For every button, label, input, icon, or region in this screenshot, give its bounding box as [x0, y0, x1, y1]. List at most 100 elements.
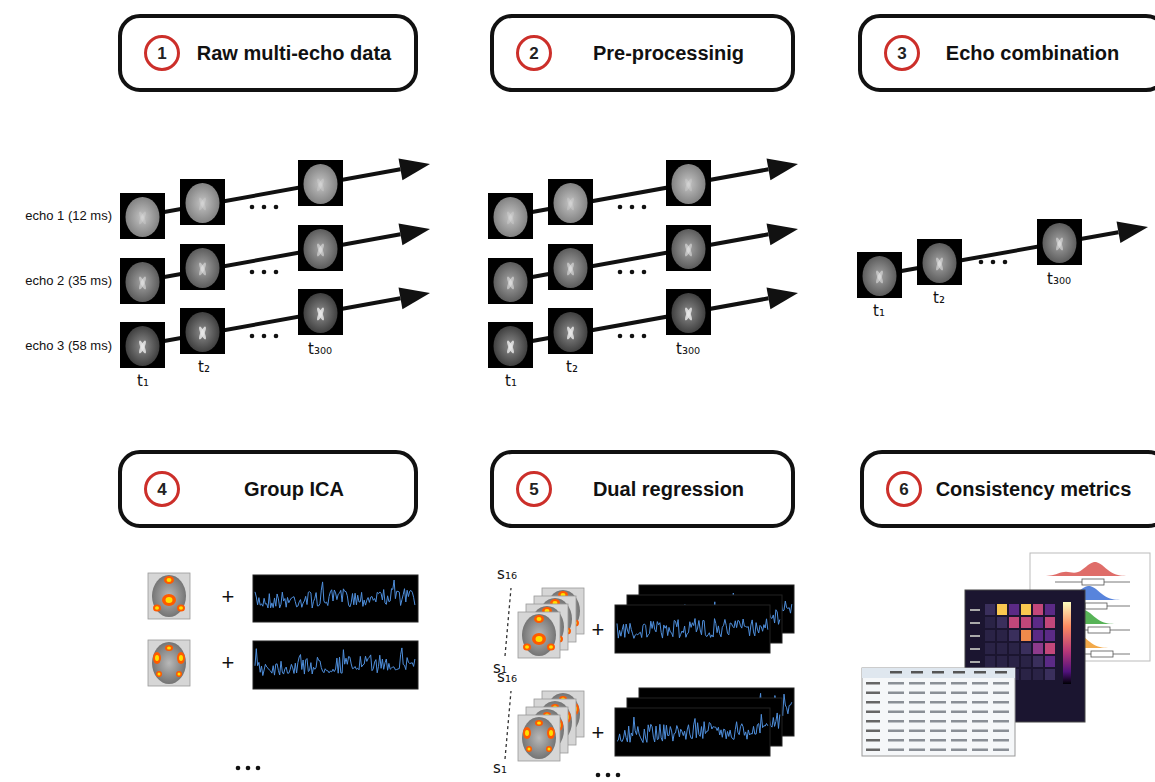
activation-peak	[537, 722, 541, 725]
header-mark	[890, 671, 902, 674]
heatmap-cell	[1045, 617, 1055, 628]
step-number: 6	[899, 481, 908, 498]
step-number-circle: 1	[144, 35, 180, 71]
epi-brain-image	[488, 322, 533, 368]
ellipsis-dot	[618, 205, 623, 210]
timeline-arrow-line	[879, 232, 1118, 275]
cell-mark	[930, 701, 946, 704]
ellipsis-dot	[274, 334, 279, 339]
ica-spatial-map	[518, 612, 560, 658]
ellipsis-dot	[642, 334, 647, 339]
image-ground	[148, 640, 190, 686]
ellipsis-dot	[991, 260, 996, 265]
brain-slice	[672, 229, 706, 269]
cell-mark	[972, 692, 988, 695]
ventricle	[138, 340, 148, 354]
heatmap-cell	[1009, 656, 1019, 667]
step-header-box: Echo combination3	[858, 14, 1155, 92]
heatmap-cell	[1033, 656, 1043, 667]
combined-timeline	[857, 219, 1148, 298]
ellipsis-dot	[642, 270, 647, 275]
brain-slice	[186, 312, 220, 352]
activation-peak	[155, 655, 159, 661]
time-course-ground	[253, 641, 418, 689]
epi-brain-image	[917, 239, 962, 285]
header-mark	[995, 671, 1007, 674]
plus-sign: +	[592, 721, 605, 745]
cell-mark	[888, 711, 904, 714]
step-title: Consistency metrics	[922, 454, 1145, 524]
ventricle	[506, 340, 516, 354]
ica-spatial-map	[518, 715, 560, 761]
heatmap-cell	[1009, 604, 1019, 615]
subject-label: s₁₆	[497, 566, 517, 583]
ventricle	[684, 243, 694, 257]
step-number: 5	[529, 481, 538, 498]
heatmap-cell	[1021, 604, 1031, 615]
echo-label: echo 1 (12 ms)	[25, 209, 112, 223]
heatmap-cell	[1021, 656, 1031, 667]
timeline-arrow-head	[767, 159, 798, 181]
brain-slice	[126, 326, 160, 366]
ventricle	[935, 257, 945, 271]
ellipsis-dot	[618, 270, 623, 275]
time-point-label: t₃₀₀	[676, 341, 700, 358]
header-mark	[953, 671, 965, 674]
brain-slice	[304, 164, 338, 204]
row-name-mark	[970, 609, 980, 611]
heatmap-cell	[1033, 643, 1043, 654]
epi-brain-image	[548, 244, 593, 290]
time-point-label: t₂	[566, 359, 578, 376]
ellipsis-dot	[256, 766, 261, 771]
epi-brain-image	[120, 322, 165, 368]
brain-slice	[923, 243, 957, 283]
activation-blob	[547, 644, 555, 651]
color-bar	[1063, 602, 1071, 684]
step-title: Group ICA	[180, 454, 408, 524]
echo-timeline	[488, 288, 798, 368]
cell-mark	[951, 682, 967, 685]
step-number: 3	[897, 45, 906, 62]
cell-mark	[888, 682, 904, 685]
cell-mark	[888, 739, 904, 742]
brain-slice	[554, 248, 588, 288]
heatmap-cell	[1045, 604, 1055, 615]
ventricle	[684, 178, 694, 192]
cell-mark	[972, 720, 988, 723]
heatmap-cell	[1021, 617, 1031, 628]
ventricle	[138, 276, 148, 290]
ventricle	[566, 197, 576, 211]
cell-mark	[888, 749, 904, 752]
epi-brain-image	[666, 160, 711, 206]
epi-brain-image	[548, 179, 593, 225]
ventricle	[138, 211, 148, 225]
activation-peak	[528, 748, 531, 751]
image-ground	[298, 160, 343, 206]
ventricle	[506, 276, 516, 290]
image-ground	[488, 322, 533, 368]
row-name-mark	[866, 682, 880, 685]
row-name-mark	[866, 701, 880, 704]
activation-blob	[526, 746, 532, 752]
cell-mark	[930, 682, 946, 685]
heatmap-cell	[997, 643, 1007, 654]
heatmap-cell	[985, 656, 995, 667]
activation-blob	[523, 727, 531, 739]
heatmap-cell	[1021, 669, 1031, 680]
ellipsis-dot	[630, 334, 635, 339]
density-curve	[1040, 562, 1140, 576]
heatmap-cell	[1009, 617, 1019, 628]
image-ground	[298, 225, 343, 271]
epi-brain-image	[1037, 219, 1082, 265]
cell-mark	[909, 720, 925, 723]
activation-peak	[178, 673, 181, 676]
activation-peak	[167, 647, 171, 650]
step-number: 4	[157, 481, 166, 498]
ventricle	[684, 307, 694, 321]
cell-mark	[888, 692, 904, 695]
time-course-line	[617, 619, 768, 639]
activation-blob	[547, 727, 555, 739]
ventricle	[506, 211, 516, 225]
brain-slice	[304, 229, 338, 269]
ventricle	[316, 307, 326, 321]
